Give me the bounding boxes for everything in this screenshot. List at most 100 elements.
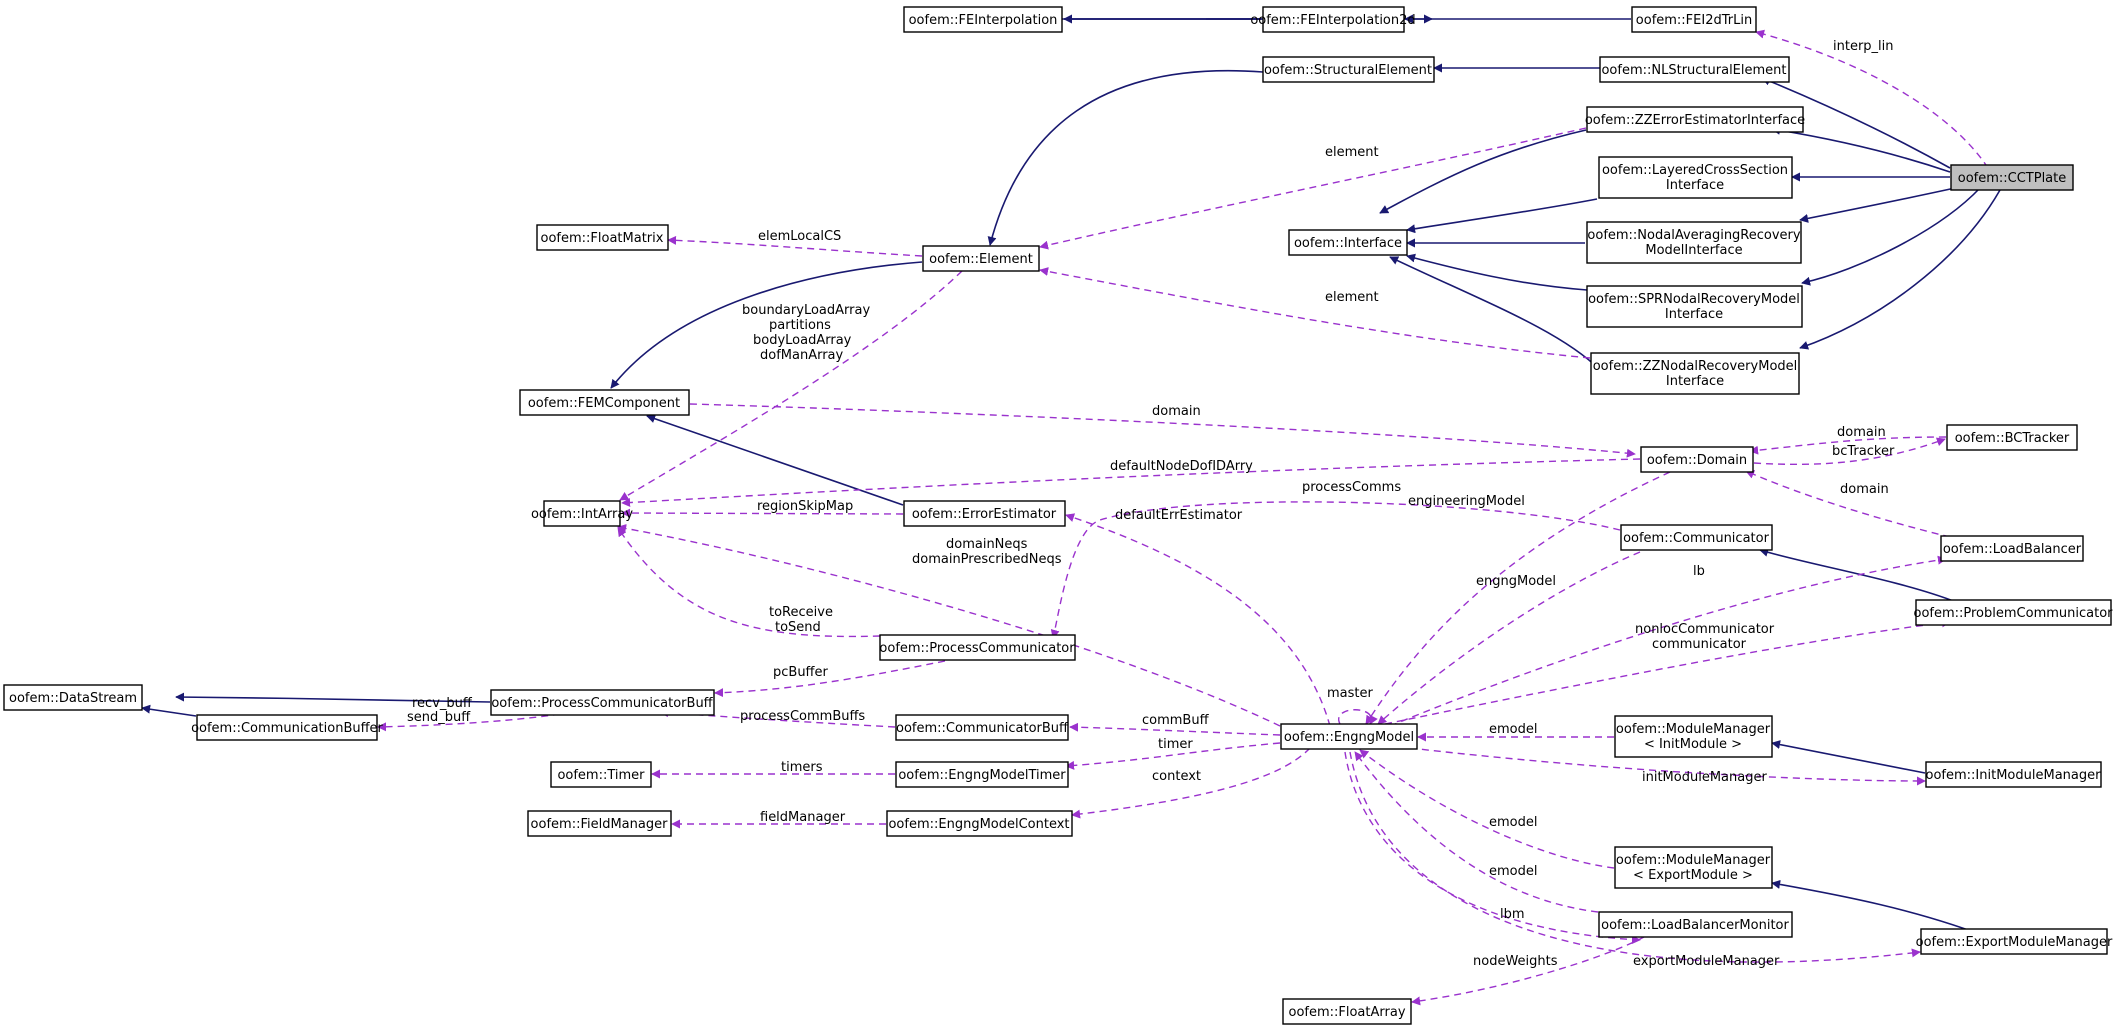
node-fem-component-label: oofem::FEMComponent [528,396,680,411]
edge-processcomm-pcbuff [714,660,946,698]
node-float-array[interactable]: oofem::FloatArray [1282,998,1412,1025]
node-init-module-manager-label: oofem::InitModuleManager [1926,768,2102,783]
node-engng-model-timer[interactable]: oofem::EngngModelTimer [895,761,1069,788]
node-error-estimator-label: oofem::ErrorEstimator [912,507,1057,522]
node-fem-component-box [519,389,690,416]
node-domain[interactable]: oofem::Domain [1640,446,1754,473]
label-field-manager: fieldManager [760,810,846,825]
label-engineering-model: engineeringModel [1408,494,1525,509]
nodes: oofem::FEInterpolation oofem::FEInterpol… [3,6,2113,1025]
edge-cct-to-spr [1801,187,1981,286]
edge-bctracker-domain [1749,436,1947,455]
node-bc-tracker-label: oofem::BCTracker [1955,431,2070,446]
node-communicator-buff-label: oofem::CommunicatorBuff [896,721,1069,736]
label-lbm: lbm [1500,907,1525,922]
node-nl-structural-element-label: oofem::NLStructuralElement [1601,63,1786,78]
node-fe-interpolation-label: oofem::FEInterpolation [909,13,1058,28]
node-init-module-manager[interactable]: oofem::InitModuleManager [1925,761,2102,788]
edge-domain-intarray [621,458,1641,508]
node-float-array-box [1282,998,1412,1025]
edge-initmodmgr-to-modmgr [1771,740,1926,774]
node-spr-nodal-box [1586,285,1803,328]
node-module-manager-init[interactable]: oofem::ModuleManager < InitModule > [1614,715,1773,758]
edge-element-floatmatrix [667,235,923,257]
node-zz-nodal-recovery-model-interface[interactable]: oofem::ZZNodalRecoveryModel Interface [1590,352,1800,395]
node-load-balancer-monitor[interactable]: oofem::LoadBalancerMonitor [1598,911,1793,938]
label-master: master [1327,686,1373,701]
node-structural-element[interactable]: oofem::StructuralElement [1262,56,1435,83]
node-fem-component[interactable]: oofem::FEMComponent [519,389,690,416]
label-element-arrays-2: partitions [769,318,831,333]
node-fei2d-tr-lin-label: oofem::FEI2dTrLin [1636,13,1752,28]
label-comm-buff: commBuff [1142,713,1210,728]
node-float-matrix-box [536,224,669,251]
node-cct-plate[interactable]: oofem::CCTPlate [1950,164,2074,191]
node-load-balancer[interactable]: oofem::LoadBalancer [1940,535,2084,562]
node-module-manager-export-box [1614,846,1773,889]
node-zz-nodal-label-1: oofem::ZZNodalRecoveryModel [1593,359,1798,374]
node-fe-interpolation-2d-label: oofem::FEInterpolation2d [1250,13,1415,28]
edge-engng-context [1071,747,1311,819]
label-node-weights: nodeWeights [1473,954,1558,969]
node-communication-buffer[interactable]: oofem::CommunicationBuffer [191,714,384,741]
label-elem-local-cs: elemLocalCS [758,229,841,244]
node-fe-interpolation[interactable]: oofem::FEInterpolation [903,6,1063,33]
node-timer[interactable]: oofem::Timer [550,761,652,788]
node-bc-tracker[interactable]: oofem::BCTracker [1946,424,2078,451]
node-communicator-buff[interactable]: oofem::CommunicatorBuff [895,714,1069,741]
node-layered-cross-section-interface[interactable]: oofem::LayeredCrossSection Interface [1598,156,1793,199]
node-field-manager-box [527,810,672,837]
node-problem-communicator-label: oofem::ProblemCommunicator [1913,606,2113,621]
node-bc-tracker-box [1946,424,2078,451]
node-engng-model[interactable]: oofem::EngngModel [1280,723,1418,750]
label-export-module-manager: exportModuleManager [1633,954,1780,969]
node-float-matrix[interactable]: oofem::FloatMatrix [536,224,669,251]
label-default-node-dof: defaultNodeDofIDArry [1110,459,1253,474]
node-module-manager-export[interactable]: oofem::ModuleManager < ExportModule > [1614,846,1773,889]
label-element-arrays-1: boundaryLoadArray [742,303,870,318]
node-engng-model-label: oofem::EngngModel [1284,730,1414,745]
node-spr-nodal-recovery-model-interface[interactable]: oofem::SPRNodalRecoveryModel Interface [1586,285,1803,328]
node-process-communicator-buff-box [490,689,715,716]
node-error-estimator-box [903,500,1066,527]
node-int-array[interactable]: oofem::IntArray [531,500,633,527]
edge-communicator-engng [1377,551,1641,725]
label-send-buff: send_buff [407,710,471,725]
inheritance-edges [141,14,2001,941]
node-layered-cross-section-interface-label-2: Interface [1666,178,1724,193]
node-engng-model-context[interactable]: oofem::EngngModelContext [886,810,1073,837]
node-interface[interactable]: oofem::Interface [1288,229,1408,256]
node-interface-box [1288,229,1408,256]
edge-engng-commbuff [1069,722,1281,736]
node-nodal-averaging-recovery-model-interface[interactable]: oofem::NodalAveragingRecovery ModelInter… [1586,221,1802,264]
node-data-stream[interactable]: oofem::DataStream [3,684,143,711]
node-communicator[interactable]: oofem::Communicator [1620,524,1773,551]
node-zz-error-estimator-interface-label: oofem::ZZErrorEstimatorInterface [1585,113,1805,128]
edge-communicator-processcomm [1050,501,1621,639]
node-error-estimator[interactable]: oofem::ErrorEstimator [903,500,1066,527]
node-float-array-label: oofem::FloatArray [1288,1005,1405,1020]
node-load-balancer-monitor-box [1598,911,1793,938]
edge-commbuffer-to-datastream [141,704,197,717]
label-lb: lb [1693,564,1705,579]
node-fei2d-tr-lin[interactable]: oofem::FEI2dTrLin [1631,6,1757,33]
node-nodal-averaging-box [1586,221,1802,264]
edge-layered-to-interface [1406,198,1598,234]
node-spr-nodal-label-2: Interface [1665,307,1723,322]
node-domain-label: oofem::Domain [1647,453,1747,468]
node-element-label: oofem::Element [929,252,1033,267]
node-process-communicator[interactable]: oofem::ProcessCommunicator [879,634,1076,661]
node-export-module-manager[interactable]: oofem::ExportModuleManager [1916,928,2113,955]
node-process-communicator-buff[interactable]: oofem::ProcessCommunicatorBuff [490,689,715,716]
node-element[interactable]: oofem::Element [922,245,1040,272]
edge-cct-to-nlstruct [1761,76,1951,169]
node-engng-model-timer-label: oofem::EngngModelTimer [898,768,1066,783]
node-nl-structural-element[interactable]: oofem::NLStructuralElement [1599,56,1790,83]
edge-zzerror-to-interface [1379,129,1587,214]
node-process-communicator-buff-label: oofem::ProcessCommunicatorBuff [491,696,713,711]
node-cct-plate-box [1950,164,2074,191]
node-field-manager[interactable]: oofem::FieldManager [527,810,672,837]
node-problem-communicator[interactable]: oofem::ProblemCommunicator [1913,599,2113,626]
node-fe-interpolation-2d[interactable]: oofem::FEInterpolation2d [1250,6,1416,33]
node-zz-error-estimator-interface[interactable]: oofem::ZZErrorEstimatorInterface [1585,106,1805,133]
